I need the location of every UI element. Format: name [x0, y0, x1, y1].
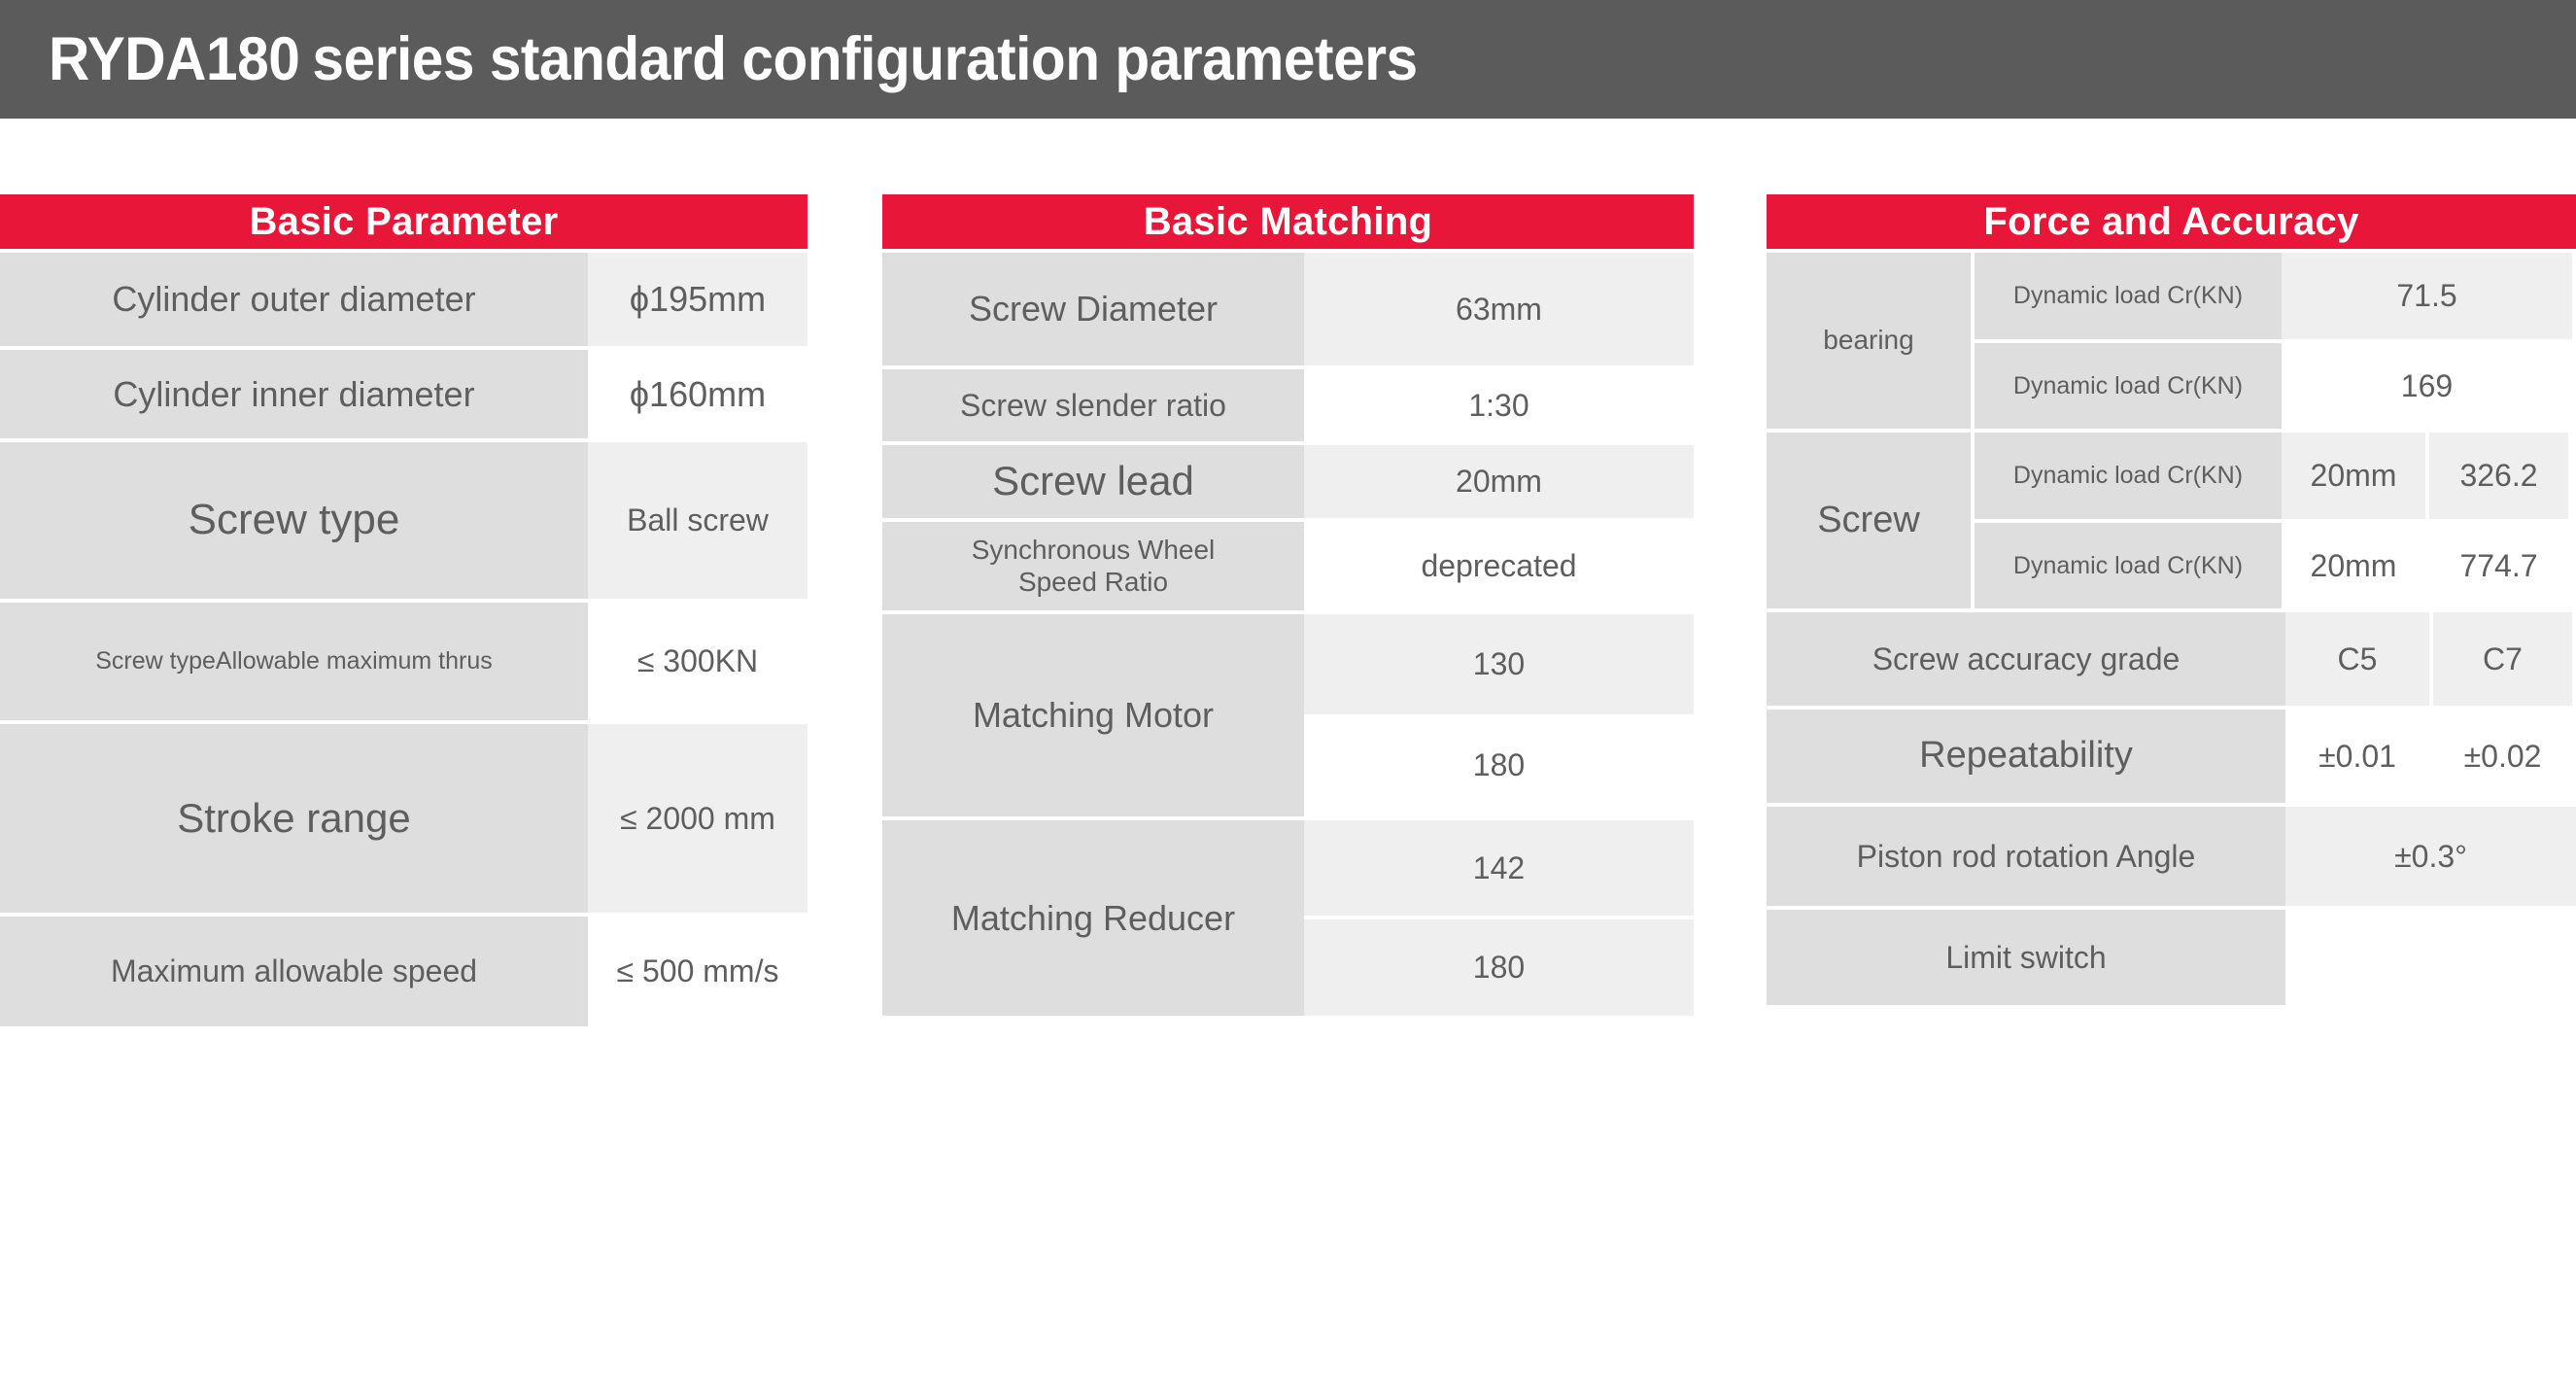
table-force-accuracy-title: Force and Accuracy	[1767, 194, 2576, 249]
row-value: 63mm	[1304, 253, 1694, 365]
row-label: Screw type	[0, 442, 588, 599]
row-value: 71.5	[2282, 253, 2572, 339]
row-label: Screw lead	[882, 445, 1304, 518]
row-value: ≤ 300KN	[588, 603, 807, 720]
row-group-label: bearing	[1767, 253, 1971, 429]
table-row: Screw Diameter 63mm	[882, 249, 1694, 365]
row-group-label: Screw	[1767, 433, 1971, 608]
row-value: 130	[1304, 614, 1694, 715]
row-value-stack: 142 180	[1304, 820, 1694, 1016]
row-value: ±0.3°	[2285, 807, 2576, 906]
row-label: Synchronous Wheel Speed Ratio	[882, 522, 1304, 610]
row-value: ≤ 500 mm/s	[588, 917, 807, 1026]
table-row-group: Matching Reducer 142 180	[882, 816, 1694, 1016]
row-sub-label: Dynamic load Cr(KN)	[1971, 433, 2282, 519]
row-label: Screw accuracy grade	[1767, 612, 2285, 706]
row-value: 180	[1304, 916, 1694, 1016]
table-row: Synchronous Wheel Speed Ratio deprecated	[882, 518, 1694, 610]
table-row: Cylinder inner diameter ϕ160mm	[0, 346, 807, 438]
row-group-label: Matching Motor	[882, 614, 1304, 816]
row-label: Piston rod rotation Angle	[1767, 807, 2285, 906]
table-row: Limit switch	[1767, 906, 2576, 1005]
row-value: Ball screw	[588, 442, 807, 599]
table-row: Cylinder outer diameter ϕ195mm	[0, 249, 807, 346]
row-sub-label: Dynamic load Cr(KN)	[1971, 522, 2282, 608]
table-row: Screw lead 20mm	[882, 441, 1694, 518]
row-value-col2: ±0.02	[2429, 710, 2572, 803]
row-value-col1: 20mm	[2282, 433, 2425, 519]
row-value: 142	[1304, 820, 1694, 917]
row-value	[2285, 910, 2576, 1005]
row-value-col2: 326.2	[2425, 433, 2568, 519]
row-value-stack: 130 180	[1304, 614, 1694, 816]
row-label: Stroke range	[0, 724, 588, 913]
row-label: Limit switch	[1767, 910, 2285, 1005]
table-row: Stroke range ≤ 2000 mm	[0, 720, 807, 913]
table-row: Screw accuracy grade C5 C7	[1767, 608, 2576, 706]
row-label: Maximum allowable speed	[0, 917, 588, 1026]
table-basic-parameter: Basic Parameter Cylinder outer diameter …	[0, 194, 807, 1026]
table-row-group: bearing Dynamic load Cr(KN) 71.5 Dynamic…	[1767, 249, 2576, 429]
table-row-group: Screw Dynamic load Cr(KN) 20mm 326.2 Dyn…	[1767, 429, 2576, 608]
row-group-body: Dynamic load Cr(KN) 20mm 326.2 Dynamic l…	[1971, 433, 2576, 608]
table-row: Screw typeAllowable maximum thrus ≤ 300K…	[0, 599, 807, 720]
table-basic-matching-title: Basic Matching	[882, 194, 1694, 249]
row-value-col1: 20mm	[2282, 522, 2425, 608]
row-label: Screw typeAllowable maximum thrus	[0, 603, 588, 720]
row-value-col1: ±0.01	[2285, 710, 2429, 803]
table-row: Screw slender ratio 1:30	[882, 365, 1694, 441]
table-row: Repeatability ±0.01 ±0.02	[1767, 706, 2576, 803]
row-label: Screw slender ratio	[882, 369, 1304, 441]
row-label: Cylinder outer diameter	[0, 253, 588, 346]
row-value: ϕ195mm	[588, 253, 807, 346]
row-value: 1:30	[1304, 369, 1694, 441]
row-group-body: Dynamic load Cr(KN) 71.5 Dynamic load Cr…	[1971, 253, 2576, 429]
row-value: 169	[2282, 342, 2572, 429]
table-row: Piston rod rotation Angle ±0.3°	[1767, 803, 2576, 906]
row-value-col2: 774.7	[2425, 522, 2568, 608]
row-value-col2: C7	[2429, 612, 2572, 706]
table-row: Maximum allowable speed ≤ 500 mm/s	[0, 913, 807, 1026]
table-basic-parameter-title: Basic Parameter	[0, 194, 807, 249]
row-label-line2: Speed Ratio	[1017, 566, 1169, 597]
table-basic-matching: Basic Matching Screw Diameter 63mm Screw…	[882, 194, 1694, 1016]
row-sub-label: Dynamic load Cr(KN)	[1971, 253, 2282, 339]
row-value: ≤ 2000 mm	[588, 724, 807, 913]
page-title-rest: series standard configuration parameters	[312, 25, 1418, 93]
row-value: deprecated	[1304, 522, 1694, 610]
row-label: Repeatability	[1767, 710, 2285, 803]
row-value-col1: C5	[2285, 612, 2429, 706]
page-title-model: RYDA180	[49, 25, 300, 93]
row-value: ϕ160mm	[588, 350, 807, 438]
row-value: 20mm	[1304, 445, 1694, 518]
row-label-line1: Synchronous Wheel	[971, 535, 1216, 566]
table-row-group: Matching Motor 130 180	[882, 610, 1694, 816]
row-sub-label: Dynamic load Cr(KN)	[1971, 342, 2282, 429]
row-group-label: Matching Reducer	[882, 820, 1304, 1016]
table-row: Screw type Ball screw	[0, 438, 807, 599]
row-label: Cylinder inner diameter	[0, 350, 588, 438]
row-value: 180	[1304, 714, 1694, 816]
table-force-accuracy: Force and Accuracy bearing Dynamic load …	[1767, 194, 2576, 1005]
row-label: Screw Diameter	[882, 253, 1304, 365]
